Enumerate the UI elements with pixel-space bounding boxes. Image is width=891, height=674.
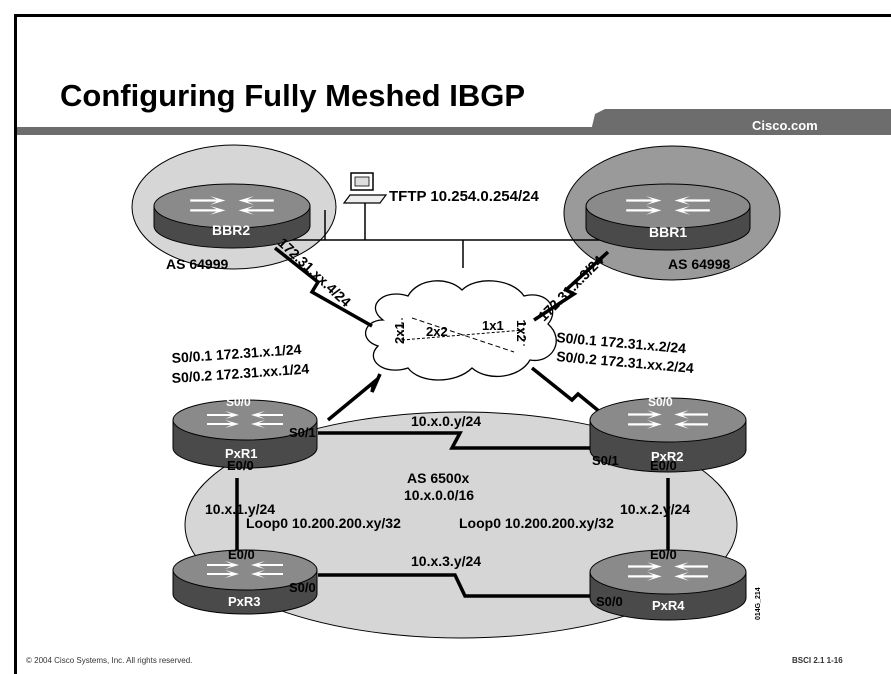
as-bbr2-label: AS 64999 <box>166 256 228 272</box>
pxr3-e00-label: E0/0 <box>228 547 255 562</box>
top-net-label: 10.x.0.y/24 <box>411 413 481 429</box>
serial-links <box>235 246 670 598</box>
copyright: © 2004 Cisco Systems, Inc. All rights re… <box>26 656 193 665</box>
as-bbr1-label: AS 64998 <box>668 256 730 272</box>
brand-label: Cisco.com <box>752 118 818 133</box>
pxr1-s00-label: S0/0 <box>226 395 251 409</box>
dlci-2x1: 2x1 <box>392 322 407 344</box>
slide-title: Configuring Fully Meshed IBGP <box>60 78 525 113</box>
course-page: BSCI 2.1 1-16 <box>792 656 843 665</box>
pxr1-e00-label: E0/0 <box>227 458 254 473</box>
tftp-server-icon <box>342 172 388 204</box>
pxr2-e00-label: E0/0 <box>650 458 677 473</box>
dlci-2x2: 2x2 <box>426 324 448 339</box>
router-pxr1 <box>172 399 318 469</box>
pxr4-e00-label: E0/0 <box>650 547 677 562</box>
pod-as-label: AS 6500x <box>407 470 469 486</box>
router-bbr1 <box>585 183 751 251</box>
dlci-1x2: 1x2 <box>514 320 529 342</box>
dlci-1x1: 1x1 <box>482 318 504 333</box>
slide-frame <box>14 14 891 674</box>
tftp-label: TFTP 10.254.0.254/24 <box>389 188 539 205</box>
router-pxr4 <box>589 549 747 621</box>
router-pxr3 <box>172 549 318 615</box>
header-bar: Cisco.com <box>17 109 891 135</box>
left-net-label: 10.x.1.y/24 <box>205 501 275 517</box>
pxr2-label: PxR2 <box>651 449 684 464</box>
loop-right-label: Loop0 10.200.200.xy/32 <box>459 515 614 531</box>
bottom-net-label: 10.x.3.y/24 <box>411 553 481 569</box>
router-pxr2 <box>589 397 747 473</box>
pxr4-s00-label: S0/0 <box>596 594 623 609</box>
pxr1-label: PxR1 <box>225 446 258 461</box>
pod-net-label: 10.x.0.0/16 <box>404 487 474 503</box>
pxr1-s01-label: S0/1 <box>289 425 316 440</box>
bbr2-label: BBR2 <box>212 222 250 238</box>
pxr3-label: PxR3 <box>228 594 261 609</box>
loop-left-label: Loop0 10.200.200.xy/32 <box>246 515 401 531</box>
pxr2-s00-label: S0/0 <box>648 395 673 409</box>
bbr1-label: BBR1 <box>649 224 687 240</box>
bbr2-serial-label: 172.31.xx.4/24 <box>275 234 354 310</box>
pxr3-s00-label: S0/0 <box>289 580 316 595</box>
router-bbr2 <box>153 183 311 249</box>
pxr4-label: PxR4 <box>652 598 685 613</box>
frame-relay-cloud <box>365 280 557 381</box>
figure-id: 014G_214 <box>755 587 762 620</box>
right-net-label: 10.x.2.y/24 <box>620 501 690 517</box>
pxr2-s01-label: S0/1 <box>592 453 619 468</box>
bbr1-serial-label: 172.31.x.3/24 <box>535 252 607 324</box>
